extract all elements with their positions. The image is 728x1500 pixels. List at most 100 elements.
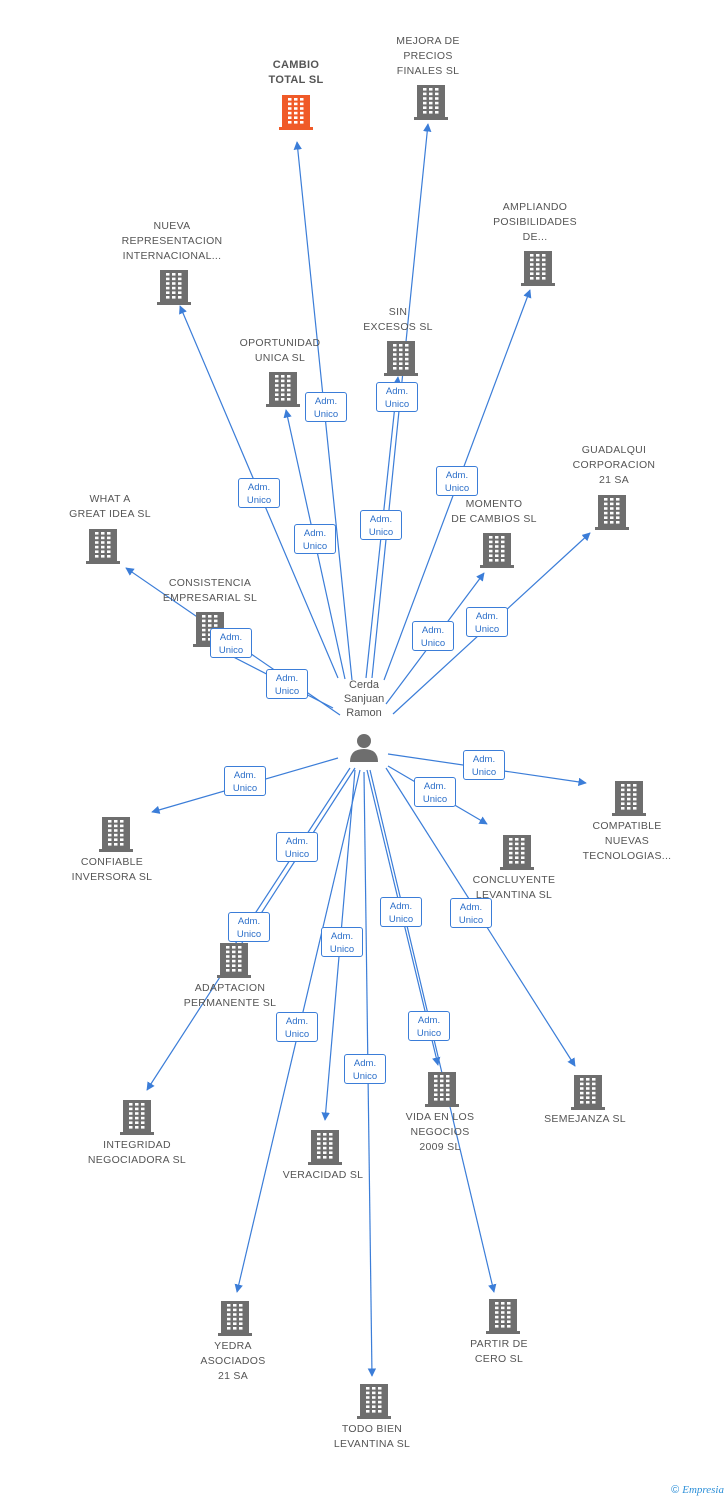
role-label[interactable]: Adm.Unico xyxy=(376,382,418,412)
building-icon xyxy=(425,1072,459,1107)
role-text: Adm. xyxy=(285,1016,309,1027)
role-text: Unico xyxy=(246,495,272,506)
role-text: Adm. xyxy=(417,1015,441,1026)
company-name-line: CORPORACION xyxy=(572,459,656,471)
company-name-line: MEJORA DE xyxy=(396,35,460,47)
company-node-label[interactable]: VERACIDAD SL xyxy=(253,1168,393,1183)
role-label[interactable]: Adm.Unico xyxy=(266,669,308,699)
building-icon xyxy=(86,529,120,564)
role-label[interactable]: Adm.Unico xyxy=(466,607,508,637)
role-label[interactable]: Adm.Unico xyxy=(238,478,280,508)
building-icon xyxy=(521,251,555,286)
role-label[interactable]: Adm.Unico xyxy=(414,777,456,807)
copyright-symbol: © xyxy=(671,1484,680,1496)
role-label[interactable]: Adm.Unico xyxy=(305,392,347,422)
company-name-line: MOMENTO xyxy=(465,498,523,510)
company-name-line: PERMANENTE SL xyxy=(183,997,277,1009)
company-node-label[interactable]: INTEGRIDAD NEGOCIADORA SL xyxy=(67,1138,207,1168)
company-name-line: SEMEJANZA SL xyxy=(544,1113,626,1125)
role-label[interactable]: Adm. Unico xyxy=(321,927,363,957)
role-label[interactable]: Adm.Unico xyxy=(450,898,492,928)
building-icon xyxy=(157,270,191,305)
role-text: Unico xyxy=(218,645,244,656)
role-label[interactable]: Adm. Unico xyxy=(436,466,478,496)
role-text: Unico xyxy=(329,944,355,955)
role-label[interactable]: Adm.Unico xyxy=(344,1054,386,1084)
role-text: Unico xyxy=(236,929,262,940)
role-label[interactable]: Adm. Unico xyxy=(224,766,266,796)
role-label[interactable]: Adm.Unico xyxy=(412,621,454,651)
company-node-label[interactable]: ADAPTACION PERMANENTE SL xyxy=(160,981,300,1011)
company-name-line: LEVANTINA SL xyxy=(475,889,553,901)
company-name-line: COMPATIBLE xyxy=(592,820,662,832)
company-name-line: EXCESOS SL xyxy=(363,321,433,333)
role-label[interactable]: Adm.Unico xyxy=(463,750,505,780)
role-text: Unico xyxy=(368,527,394,538)
role-text: Adm. xyxy=(330,931,354,942)
role-text: Adm. xyxy=(421,625,445,636)
role-label[interactable]: Adm.Unico xyxy=(210,628,252,658)
footer-brand[interactable]: ©Empresia xyxy=(671,1484,724,1496)
company-name-line: INVERSORA SL xyxy=(71,871,153,883)
company-name-line: INTEGRIDAD xyxy=(103,1139,171,1151)
role-text: Adm. xyxy=(353,1058,377,1069)
company-name-line: VERACIDAD SL xyxy=(282,1169,364,1181)
company-name-line: TOTAL SL xyxy=(268,74,324,86)
role-text: Unico xyxy=(274,686,300,697)
company-name-line: UNICA SL xyxy=(254,352,306,364)
company-node-label[interactable]: SEMEJANZA SL xyxy=(515,1112,655,1127)
person-name-line: Ramon xyxy=(346,707,382,719)
company-name-line: NEGOCIADORA SL xyxy=(87,1154,187,1166)
role-label[interactable]: Adm.Unico xyxy=(228,912,270,942)
company-name-line: GREAT IDEA SL xyxy=(69,508,151,520)
company-name-line: NEGOCIOS xyxy=(410,1126,470,1138)
company-name-line: DE... xyxy=(522,231,548,243)
role-label[interactable]: Adm.Unico xyxy=(380,897,422,927)
role-text: Adm. xyxy=(233,770,257,781)
building-icon xyxy=(414,85,448,120)
building-icon xyxy=(279,95,313,130)
company-name-line: PRECIOS xyxy=(403,50,453,62)
role-text: Unico xyxy=(302,541,328,552)
person-icon xyxy=(350,734,378,762)
role-text: Unico xyxy=(313,409,339,420)
building-icon xyxy=(266,372,300,407)
role-text: Unico xyxy=(444,483,470,494)
company-node-label[interactable]: CAMBIO TOTAL SL xyxy=(226,58,366,88)
company-name-line: ADAPTACION xyxy=(194,982,266,994)
company-name-line: INTERNACIONAL... xyxy=(122,250,222,262)
role-label[interactable]: Adm.Unico xyxy=(360,510,402,540)
role-text: Adm. xyxy=(445,470,469,481)
person-name-line: Cerda xyxy=(349,679,379,691)
role-text: Adm. xyxy=(385,386,409,397)
company-name-line: YEDRA xyxy=(214,1340,252,1352)
building-icon xyxy=(612,781,646,816)
role-label[interactable]: Adm. Unico xyxy=(276,1012,318,1042)
role-label[interactable]: Adm.Unico xyxy=(408,1011,450,1041)
company-name-line: CAMBIO xyxy=(272,59,320,71)
building-icon xyxy=(218,1301,252,1336)
role-label[interactable]: Adm.Unico xyxy=(276,832,318,862)
brand-name: Empresia xyxy=(682,1484,724,1496)
role-text: Unico xyxy=(474,624,500,635)
role-label[interactable]: Adm.Unico xyxy=(294,524,336,554)
role-text: Unico xyxy=(284,1029,310,1040)
role-text: Unico xyxy=(232,783,258,794)
